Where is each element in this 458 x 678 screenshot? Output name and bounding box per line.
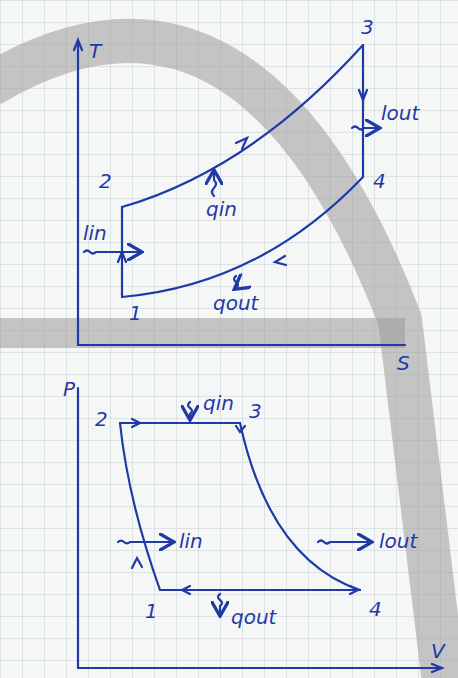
heat-label: qin [205, 198, 238, 220]
axis-label: S [396, 352, 411, 374]
state-number: 4 [368, 598, 383, 620]
heat-out-line [160, 589, 360, 591]
heat-arrow [188, 402, 192, 418]
heat-out-curve [122, 177, 363, 297]
state-number: 1 [128, 302, 143, 324]
flow-arrow [126, 419, 140, 427]
expansion-curve [240, 423, 360, 590]
flow-arrow [359, 90, 367, 100]
heat-arrow [218, 594, 222, 614]
heat-label: qout [230, 606, 277, 628]
flow-arrow [236, 426, 245, 432]
t-axis [74, 40, 82, 345]
work-arrow [352, 127, 378, 130]
axis-label: T [88, 40, 102, 62]
state-number: 4 [372, 170, 387, 192]
state-number: 1 [144, 600, 159, 622]
heat-label: qin [202, 392, 235, 414]
heat-label: qout [212, 292, 259, 314]
axis-label: V [430, 640, 446, 662]
heat-arrow [234, 276, 238, 288]
work-label: lout [380, 102, 420, 124]
state-number: 3 [248, 400, 263, 422]
flow-arrow [275, 256, 286, 265]
heat-in-curve [122, 45, 363, 207]
state-number: 2 [94, 408, 109, 430]
watermark-arc [0, 41, 445, 678]
flow-arrow [118, 252, 126, 262]
flow-arrow [132, 558, 142, 568]
expansion-line [362, 45, 364, 177]
state-number: 2 [98, 170, 113, 192]
compression-curve [120, 423, 160, 590]
watermark-bar [0, 318, 405, 348]
axis-label: P [62, 378, 76, 400]
flow-arrow [182, 586, 190, 594]
work-arrow [118, 541, 172, 544]
work-arrow [84, 251, 140, 254]
flow-arrow [350, 586, 358, 594]
work-label: lin [82, 222, 108, 244]
v-axis [78, 664, 442, 672]
p-axis [77, 388, 79, 668]
heat-arrow [212, 172, 216, 196]
s-axis [78, 344, 405, 346]
work-label: lin [178, 530, 204, 552]
flow-arrow [236, 138, 247, 149]
state-number: 3 [360, 16, 375, 38]
work-arrow [318, 541, 370, 544]
work-label: lout [378, 530, 418, 552]
